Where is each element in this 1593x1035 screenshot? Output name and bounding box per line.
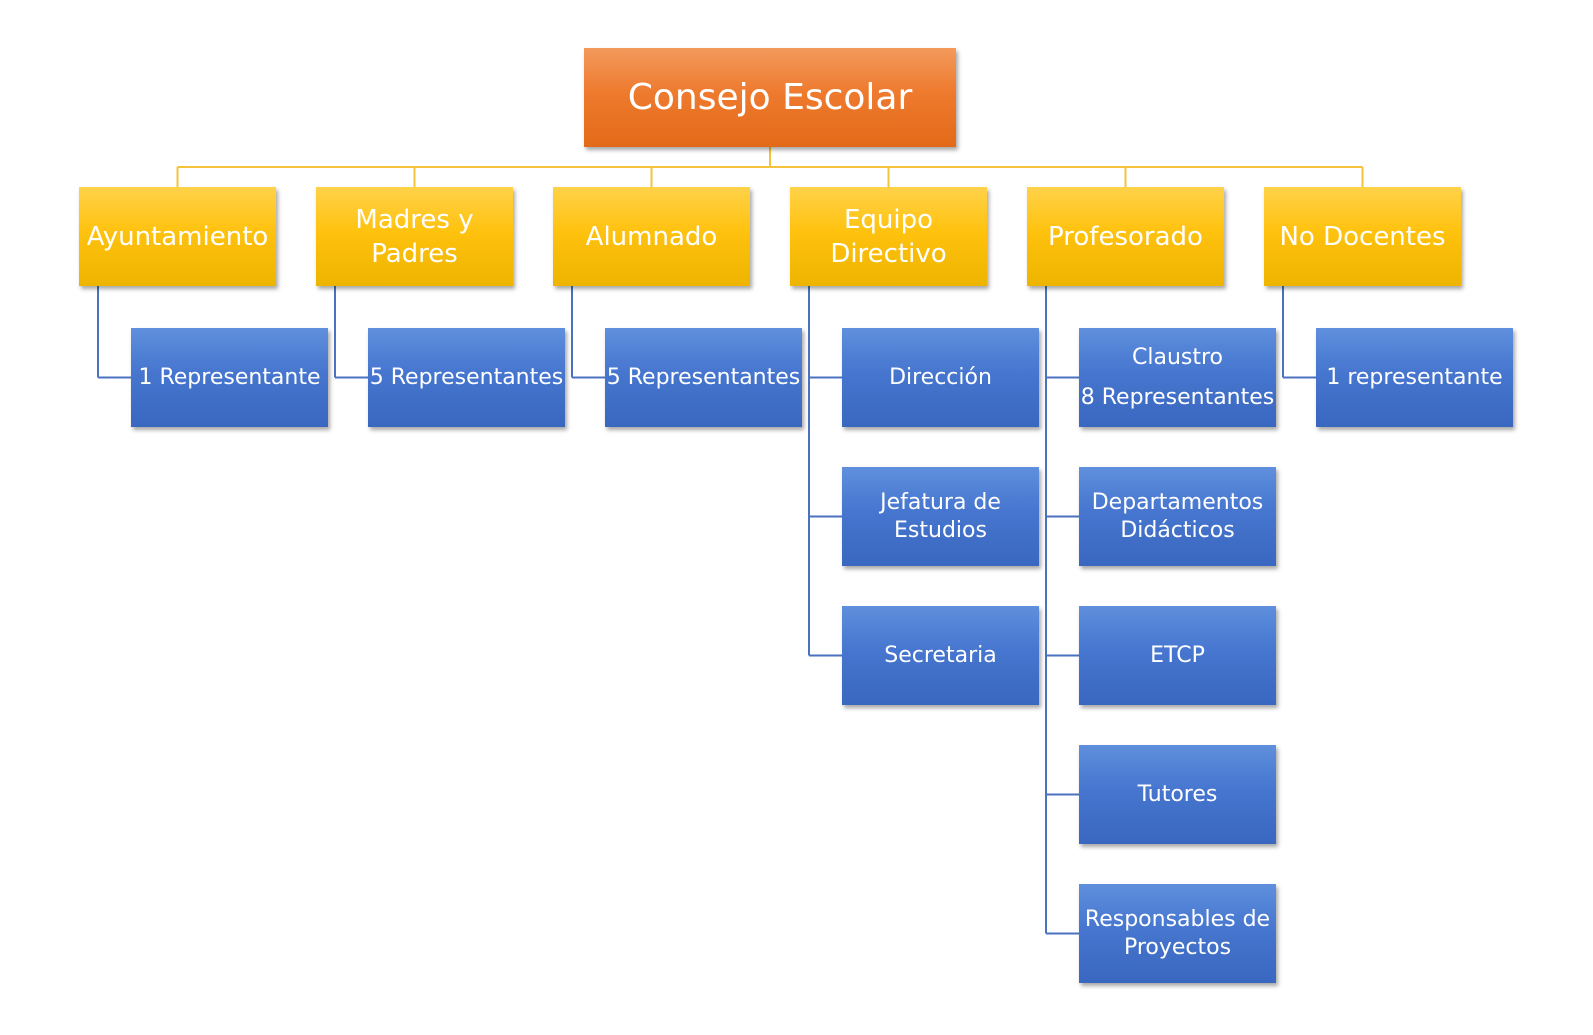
leaf-secretaria-label-line-1: Secretaria <box>884 642 997 668</box>
category-equipo-directivo-label-line-1: Equipo <box>843 204 934 235</box>
leaf-1-representante: 1 Representante <box>131 328 328 427</box>
root-node-label: Consejo Escolar <box>627 76 913 118</box>
category-madres-y-padres-label-line-1: Madres y <box>355 204 474 235</box>
leaf-direccion-label-line-1: Dirección <box>889 364 992 390</box>
category-profesorado: Profesorado <box>1027 187 1224 286</box>
category-no-docentes-label-line-1: No Docentes <box>1279 221 1446 252</box>
category-madres-y-padres-label-line-2: Padres <box>371 238 458 269</box>
leaf-tutores: Tutores <box>1079 745 1276 844</box>
leaf-direccion: Dirección <box>842 328 1039 427</box>
leaf-claustro-8-representantes-label-line-1: Claustro <box>1131 344 1223 370</box>
leaf-claustro-8-representantes-label-line-2: 8 Representantes <box>1080 384 1275 410</box>
category-alumnado-label-line-1: Alumnado <box>585 221 718 252</box>
category-profesorado-label-line-1: Profesorado <box>1048 221 1203 252</box>
category-alumnado: Alumnado <box>553 187 750 286</box>
leaf-departamentos-didacticos-label-line-2: Didácticos <box>1120 517 1235 543</box>
leaf-responsables-de-proyectos-label-line-1: Responsables de <box>1084 906 1271 932</box>
category-no-docentes: No Docentes <box>1264 187 1461 286</box>
category-equipo-directivo-label-line-2: Directivo <box>830 238 947 269</box>
leaf-5-representantes-label-line-1: 5 Representantes <box>369 364 564 390</box>
leaf-departamentos-didacticos-label-line-1: Departamentos <box>1091 489 1264 515</box>
leaf-responsables-de-proyectos-label-line-2: Proyectos <box>1123 934 1232 960</box>
leaf-1-representante: 1 representante <box>1316 328 1513 427</box>
category-ayuntamiento: Ayuntamiento <box>79 187 276 286</box>
leaf-jefatura-de-estudios-label-line-2: Estudios <box>894 517 987 543</box>
leaf-1-representante-label-line-1: 1 Representante <box>138 364 321 390</box>
leaf-5-representantes-label-line-1: 5 Representantes <box>606 364 801 390</box>
category-ayuntamiento-label-line-1: Ayuntamiento <box>86 221 269 252</box>
leaf-etcp-label-line-1: ETCP <box>1150 642 1205 668</box>
leaf-secretaria: Secretaria <box>842 606 1039 705</box>
leaf-tutores-label-line-1: Tutores <box>1137 781 1218 807</box>
leaf-5-representantes: 5 Representantes <box>605 328 802 427</box>
leaf-jefatura-de-estudios-label-line-1: Jefatura de <box>880 489 1001 515</box>
leaf-etcp: ETCP <box>1079 606 1276 705</box>
leaf-5-representantes: 5 Representantes <box>368 328 565 427</box>
root-node-consejo-escolar: Consejo Escolar <box>584 48 956 147</box>
leaf-claustro-8-representantes: Claustro 8 Representantes <box>1079 328 1276 427</box>
leaf-1-representante-label-line-1: 1 representante <box>1326 364 1503 390</box>
